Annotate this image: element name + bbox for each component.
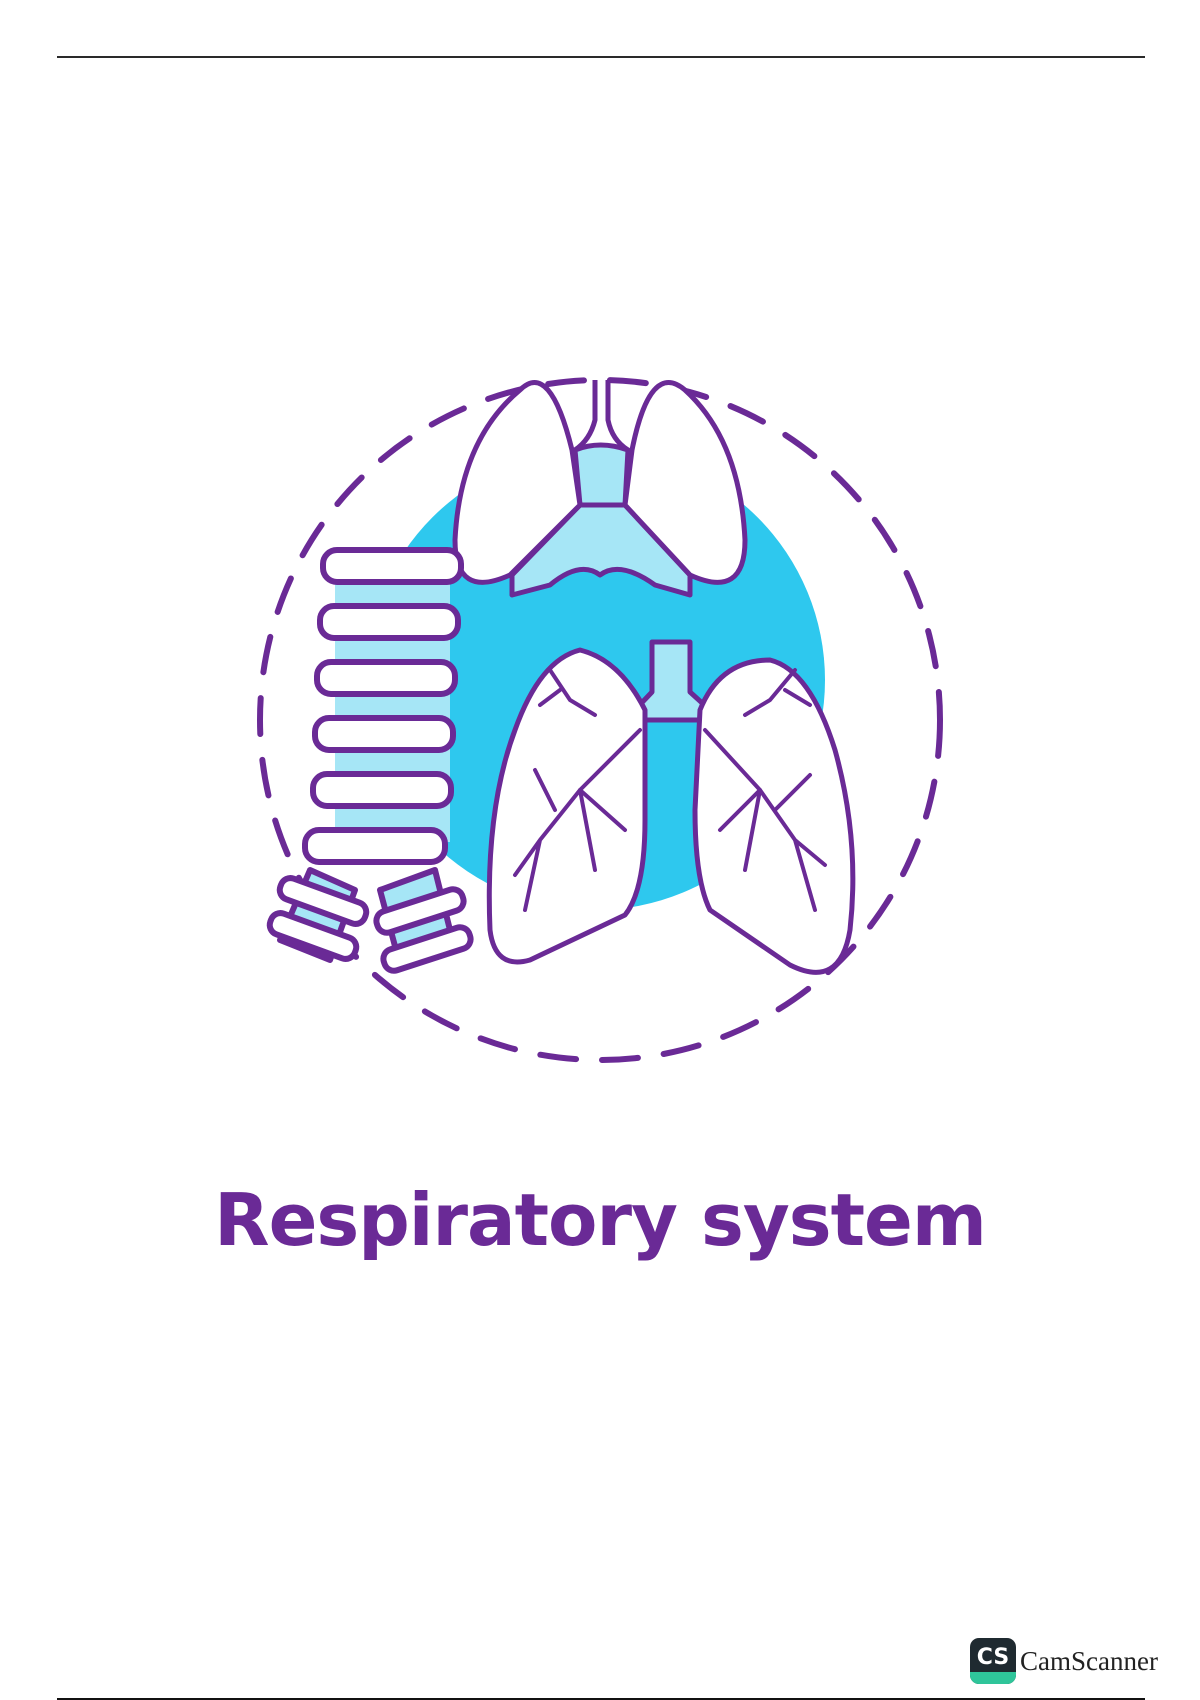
bottom-rule [57, 1698, 1145, 1700]
camscanner-logo-text: CS [976, 1644, 1010, 1670]
upper-lungs [452, 380, 748, 598]
respiratory-illustration [257, 377, 943, 1063]
page-title: Respiratory system [214, 1178, 987, 1262]
camscanner-watermark: CS CamScanner [970, 1638, 1158, 1684]
camscanner-logo-icon: CS [970, 1638, 1016, 1684]
camscanner-brand: CamScanner [1020, 1645, 1158, 1676]
top-rule [57, 56, 1145, 58]
bronchial-lungs [486, 639, 856, 975]
dashed-circle [257, 377, 943, 1063]
trachea [266, 547, 474, 974]
